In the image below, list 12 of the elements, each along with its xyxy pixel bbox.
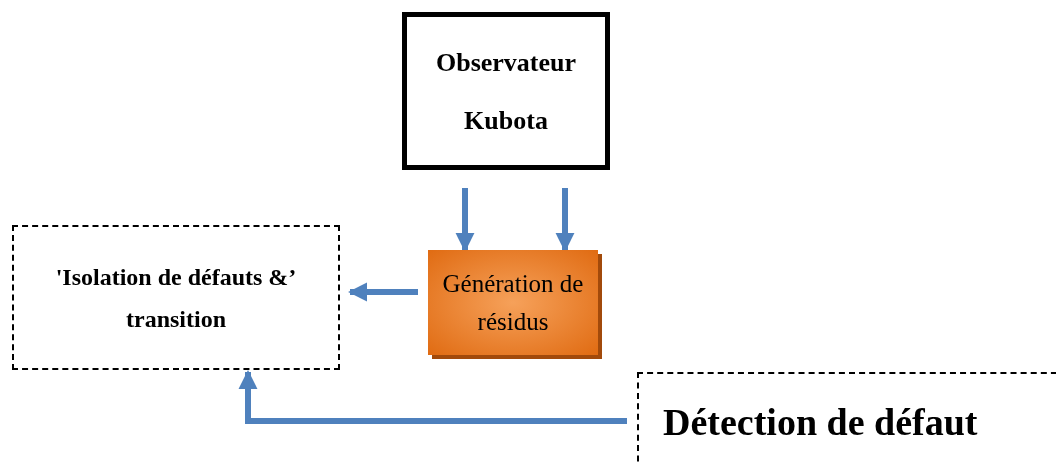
node-label: 'Isolation de défauts &’ transition [54, 262, 298, 334]
isolation-box [12, 225, 340, 370]
arrow [238, 370, 627, 424]
node-label: Génération de résidus [441, 268, 585, 337]
node-label: Observateur [435, 46, 577, 79]
observer-box [402, 12, 610, 170]
detection-box [637, 372, 1056, 465]
arrow [348, 282, 418, 302]
arrow [555, 188, 575, 252]
arrow [455, 188, 475, 252]
node-label: Détection de défaut [663, 400, 978, 445]
node-label: Kubota [464, 104, 548, 137]
